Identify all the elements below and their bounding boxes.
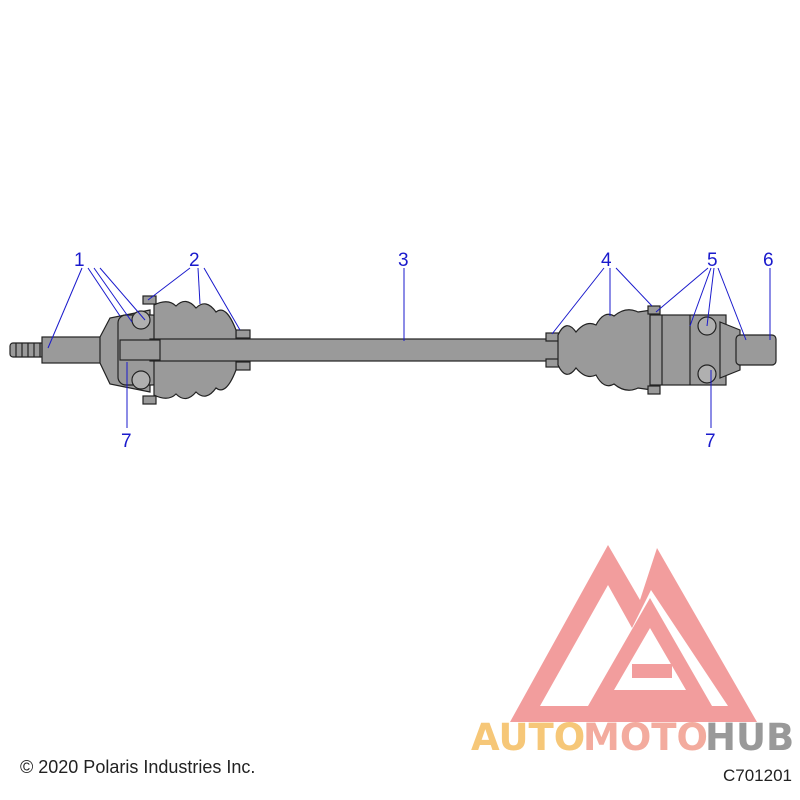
callout-numbers: 1 2 3 4 5 6 7 7 [74,250,774,452]
watermark-moto: MOTO [583,716,708,759]
watermark-text: AUTO MOTO HUB [471,716,794,759]
left-spline-stub [9,336,105,364]
left-inner-clamp [235,329,251,339]
left-outer-clamp [142,295,157,305]
drawing-code: C701201 [722,766,792,785]
callout-3: 3 [398,250,409,271]
callout-5: 5 [707,250,718,271]
callout-6: 6 [763,250,774,271]
callout-7-right: 7 [705,431,716,452]
drive-shaft-assembly [9,295,777,405]
copyright-notice: © 2020 Polaris Industries Inc. [20,757,256,777]
callout-1: 1 [74,250,85,271]
right-stub [735,334,777,366]
leader-lines [47,267,771,428]
callout-7-left: 7 [121,431,132,452]
right-boot [557,309,653,391]
callout-4: 4 [601,250,612,271]
right-outer-clamp [647,305,661,315]
watermark-auto: AUTO [471,716,585,759]
watermark-hub: HUB [705,716,794,759]
callout-2: 2 [189,250,200,271]
right-inner-clamp [545,332,560,342]
watermark-logo [510,545,757,722]
